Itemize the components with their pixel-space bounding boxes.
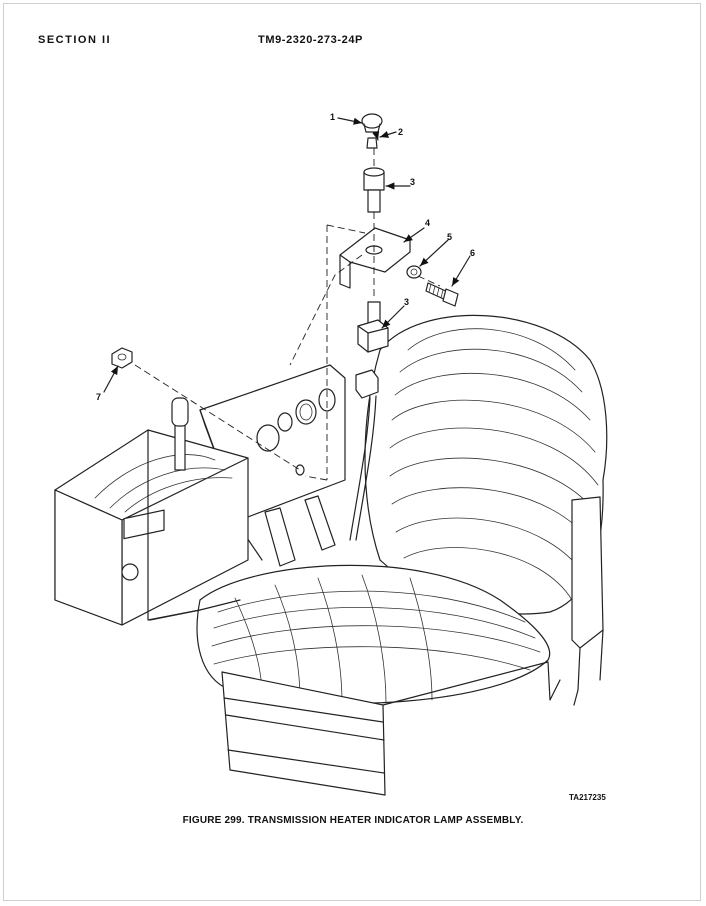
callout-7: 7 [96, 392, 101, 402]
figure-caption: FIGURE 299. TRANSMISSION HEATER INDICATO… [182, 815, 524, 826]
alignment-lines [134, 148, 441, 481]
callout-numbers: 1 2 3 4 5 6 3 7 [96, 112, 475, 402]
shift-control-box [54, 397, 249, 626]
seat-back [364, 314, 608, 706]
section-heading: SECTION II [38, 34, 112, 46]
hex-nut [111, 347, 133, 369]
callout-3-top: 3 [410, 177, 415, 187]
page-frame [3, 3, 701, 901]
callout-leaders [103, 117, 471, 393]
exploded-parts [111, 113, 459, 541]
callout-2: 2 [398, 127, 403, 137]
manual-number: TM9-2320-273-24P [258, 34, 363, 46]
callout-6: 6 [470, 248, 475, 258]
callout-4: 4 [425, 218, 430, 228]
mounting-bracket [339, 227, 411, 289]
callout-1: 1 [330, 112, 335, 122]
lamp-bulb [366, 137, 378, 149]
seat-cushion [196, 564, 561, 796]
callout-3-bottom: 3 [404, 297, 409, 307]
drawing-id: TA217235 [569, 793, 606, 802]
lock-washer [406, 265, 422, 279]
lens-cap [361, 113, 383, 129]
callout-5: 5 [447, 232, 452, 242]
